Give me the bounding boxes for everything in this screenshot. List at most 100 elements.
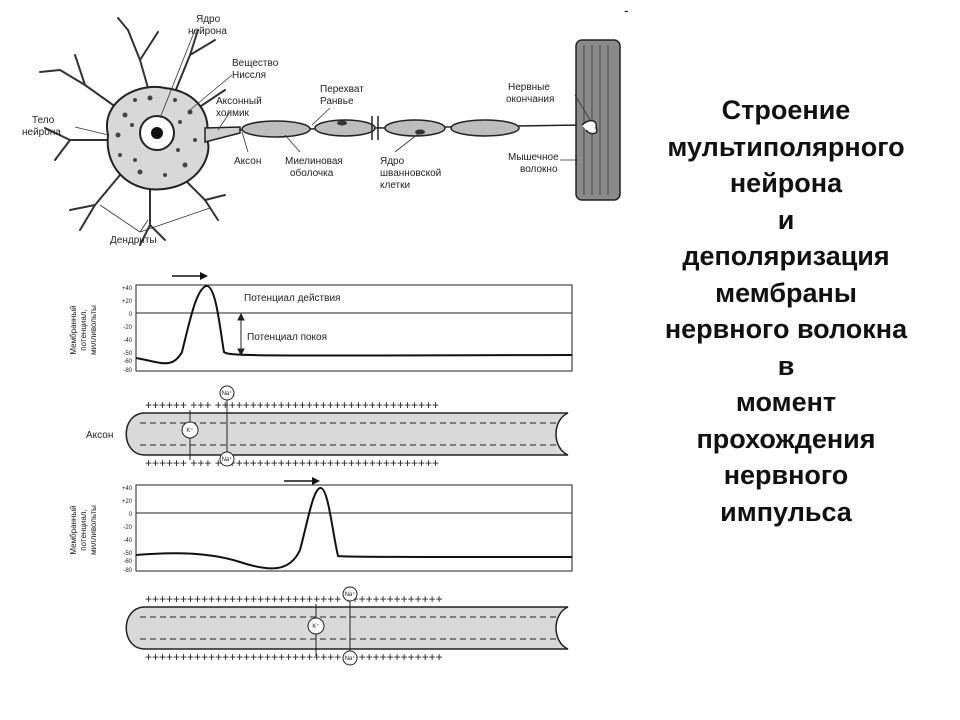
axon-strip-2-k bbox=[307, 617, 325, 635]
label-myelin-2: оболочка bbox=[290, 167, 334, 179]
label-hillock-2: холмик bbox=[216, 108, 250, 119]
resting-potential-marker bbox=[237, 312, 245, 357]
muscle-striations bbox=[583, 45, 609, 195]
label-hillock-1: Аксонный bbox=[216, 96, 262, 107]
tick-7: -60 bbox=[123, 359, 132, 365]
label-endings-2: окончания bbox=[506, 94, 554, 105]
tick2-7: -60 bbox=[123, 559, 132, 565]
dendrites bbox=[39, 17, 226, 246]
tick-1: +40 bbox=[122, 286, 133, 292]
ylabel2-line-2: потенциал, bbox=[79, 509, 88, 550]
graph-1-ticks: +40 +20 0 -20 -40 -50 -60 -80 bbox=[122, 286, 133, 374]
axon-strip-1-na-top bbox=[219, 385, 235, 401]
nucleolus bbox=[151, 127, 163, 139]
title-line: Строение bbox=[721, 95, 851, 125]
ylabel-line-3: милливольты bbox=[89, 305, 98, 355]
slide-title: Строение мультиполярного нейрона и депол… bbox=[636, 92, 936, 530]
title-line: прохождения bbox=[696, 423, 876, 454]
axon-strip-2-na-bottom-label: Na⁺ bbox=[345, 655, 356, 662]
label-cellbody-1: Тело bbox=[32, 115, 55, 126]
ylabel-line-1: Мембранный bbox=[69, 305, 78, 354]
label-ranvier-1: Перехват bbox=[320, 84, 364, 95]
graph-2-ylabel: Мембранный потенциал, милливольты bbox=[69, 505, 98, 555]
tick-3: 0 bbox=[129, 312, 133, 318]
graph-2: Мембранный потенциал, милливольты +40 +2… bbox=[69, 477, 573, 574]
axon-strip-1: Аксон ++++++ +++ +++++++++++++++++++++++… bbox=[86, 385, 569, 470]
label-schwann-3: клетки bbox=[380, 180, 410, 191]
label-myelin-1: Миелиновая bbox=[285, 156, 343, 167]
axon-strip-1-membrane bbox=[125, 412, 569, 456]
axon-strip-2-k-label: K⁺ bbox=[312, 623, 319, 630]
label-schwann-1: Ядро bbox=[380, 156, 405, 167]
axon-strip-2-plus-bottom: ++++++++++++++++++++++++++++ +++++++++++… bbox=[145, 650, 443, 664]
tick2-2: +20 bbox=[122, 499, 133, 505]
label-muscle-2: волокно bbox=[520, 164, 558, 175]
nissl-substance bbox=[115, 95, 197, 177]
tick2-6: -50 bbox=[123, 551, 132, 557]
graph-2-frame bbox=[135, 484, 573, 572]
axon-strip-2-na-top-label: Na⁺ bbox=[345, 591, 356, 598]
graph-1-curve bbox=[135, 285, 573, 365]
title-line: нервного волокна bbox=[664, 314, 908, 344]
axon-strip-2: ++++++++++++++++++++++++++++ +++++++++++… bbox=[125, 586, 569, 666]
tick-6: -50 bbox=[123, 351, 132, 357]
title-line: деполяризация bbox=[682, 241, 890, 271]
label-resting-potential: Потенциал покоя bbox=[247, 332, 327, 343]
myelin-segments bbox=[241, 119, 520, 138]
label-endings-1: Нервные bbox=[508, 82, 550, 93]
title-line: в bbox=[777, 350, 795, 381]
tick-2: +20 bbox=[122, 299, 133, 305]
axon-strip-1-plus-top: ++++++ +++ +++++++++++++++++++++++++++++… bbox=[145, 398, 439, 412]
axon-strip-2-plus-top: ++++++++++++++++++++++++++++ +++++++++++… bbox=[145, 592, 443, 606]
tick2-1: +40 bbox=[122, 486, 133, 492]
tick2-4: -20 bbox=[123, 525, 132, 531]
nerve-ending bbox=[581, 120, 598, 135]
axon-hillock bbox=[204, 126, 241, 143]
axon-strip-2-na-top bbox=[342, 586, 358, 602]
title-line: момент bbox=[735, 387, 837, 417]
title-line: импульса bbox=[720, 496, 852, 527]
label-nucleus-1: Ядро bbox=[196, 14, 221, 25]
graph-2-curve bbox=[135, 487, 573, 570]
label-leaders bbox=[74, 29, 591, 233]
axon-break bbox=[371, 116, 379, 140]
axon-strip-1-plus-bottom: ++++++ +++ +++++++++++++++++++++++++++++… bbox=[145, 456, 439, 470]
schwann-nuclei bbox=[337, 120, 425, 135]
axon-strip-1-k-label: K⁺ bbox=[186, 427, 193, 434]
neuron-diagram: Ядро нейрона Вещество Ниссля Аксонный хо… bbox=[22, 14, 621, 246]
ylabel2-line-1: Мембранный bbox=[69, 505, 78, 554]
tick2-5: -40 bbox=[123, 538, 132, 544]
neuron-figure: Ядро нейрона Вещество Ниссля Аксонный хо… bbox=[22, 14, 621, 666]
tick-4: -20 bbox=[123, 325, 132, 331]
title-line: нейрона bbox=[729, 168, 843, 198]
title-line: и bbox=[777, 204, 795, 235]
ylabel-line-2: потенциал, bbox=[79, 309, 88, 350]
title-line: мультиполярного bbox=[667, 131, 905, 162]
axon-strip-1-na-top-label: Na⁺ bbox=[222, 390, 233, 397]
graph-2-ticks: +40 +20 0 -20 -40 -50 -60 -80 bbox=[122, 486, 133, 574]
graph-1-ylabel: Мембранный потенциал, милливольты bbox=[69, 305, 98, 355]
axon-strip-1-na-bottom-label: Na⁺ bbox=[222, 456, 233, 463]
label-axon: Аксон bbox=[234, 156, 261, 167]
label-cellbody-2: нейрона bbox=[22, 127, 61, 138]
tick-8: -80 bbox=[123, 368, 132, 374]
graph-1-direction-arrow bbox=[172, 272, 208, 280]
axon-strip-1-k bbox=[181, 421, 199, 439]
ylabel2-line-3: милливольты bbox=[89, 505, 98, 555]
label-action-potential: Потенциал действия bbox=[244, 293, 340, 304]
graph-2-direction-arrow bbox=[284, 477, 320, 485]
label-ranvier-2: Ранвье bbox=[320, 96, 354, 107]
label-nissl-2: Ниссля bbox=[232, 70, 266, 81]
label-schwann-2: шванновской bbox=[380, 168, 441, 179]
axon-strip-2-na-bottom bbox=[342, 650, 358, 666]
graph-1-frame bbox=[135, 284, 573, 372]
label-nissl-1: Вещество bbox=[232, 58, 279, 69]
label-nucleus-2: нейрона bbox=[188, 26, 227, 37]
muscle-fiber bbox=[575, 39, 621, 201]
label-dendrites: Дендриты bbox=[110, 235, 157, 246]
label-axon-strip: Аксон bbox=[86, 430, 113, 441]
label-muscle-1: Мышечное bbox=[508, 152, 559, 163]
title-line: нервного bbox=[723, 460, 849, 490]
corner-mark: - bbox=[624, 2, 629, 18]
